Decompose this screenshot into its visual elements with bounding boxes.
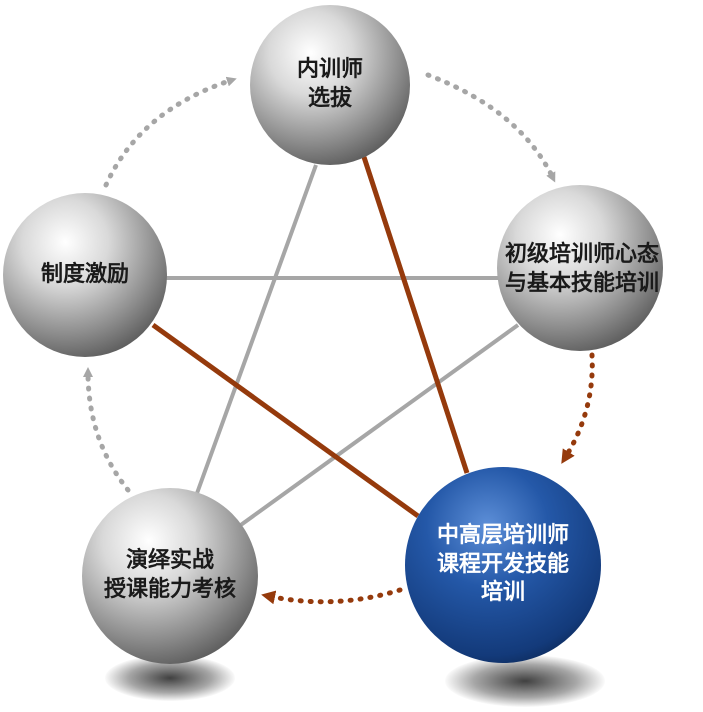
bottom-right-node-shadow xyxy=(445,655,605,707)
dotted-arrow-right-to-bottom-right xyxy=(561,352,595,464)
node-left: 制度激励 xyxy=(3,193,167,357)
node-bottom-right-sphere xyxy=(405,467,601,663)
line-right-to-bottom-left xyxy=(236,323,520,529)
node-top-sphere xyxy=(250,5,410,165)
dotted-arrow-left-to-top xyxy=(103,76,237,188)
node-left-label: 制度激励 xyxy=(40,261,129,287)
line-left-to-bottom-right xyxy=(151,322,420,519)
line-top-to-bottom-left xyxy=(194,164,318,497)
node-bottom-left-label: 演绎实战 授课能力考核 xyxy=(103,548,236,602)
node-right: 初级培训师心态 与基本技能培训 xyxy=(468,210,696,330)
node-top: 内训师 选拔 xyxy=(250,5,410,165)
node-bottom-right-label: 中高层培训师 课程开发技能 培训 xyxy=(436,523,569,606)
dotted-arrow-top-to-right xyxy=(425,72,556,183)
node-right-label: 初级培训师心态 与基本技能培训 xyxy=(504,242,659,296)
node-bottom-left-sphere xyxy=(82,488,258,664)
dotted-arrow-bottom-right-to-bottom-left xyxy=(261,587,403,605)
line-top-to-bottom-right xyxy=(361,156,470,474)
node-bottom-right: 中高层培训师 课程开发技能 培训 xyxy=(405,467,601,663)
node-left-sphere xyxy=(3,193,167,357)
node-bottom-left: 演绎实战 授课能力考核 xyxy=(70,520,270,632)
node-right-sphere xyxy=(497,185,663,351)
dotted-arrow-bottom-left-to-left xyxy=(83,367,131,493)
node-top-label: 内训师 选拔 xyxy=(296,57,363,111)
